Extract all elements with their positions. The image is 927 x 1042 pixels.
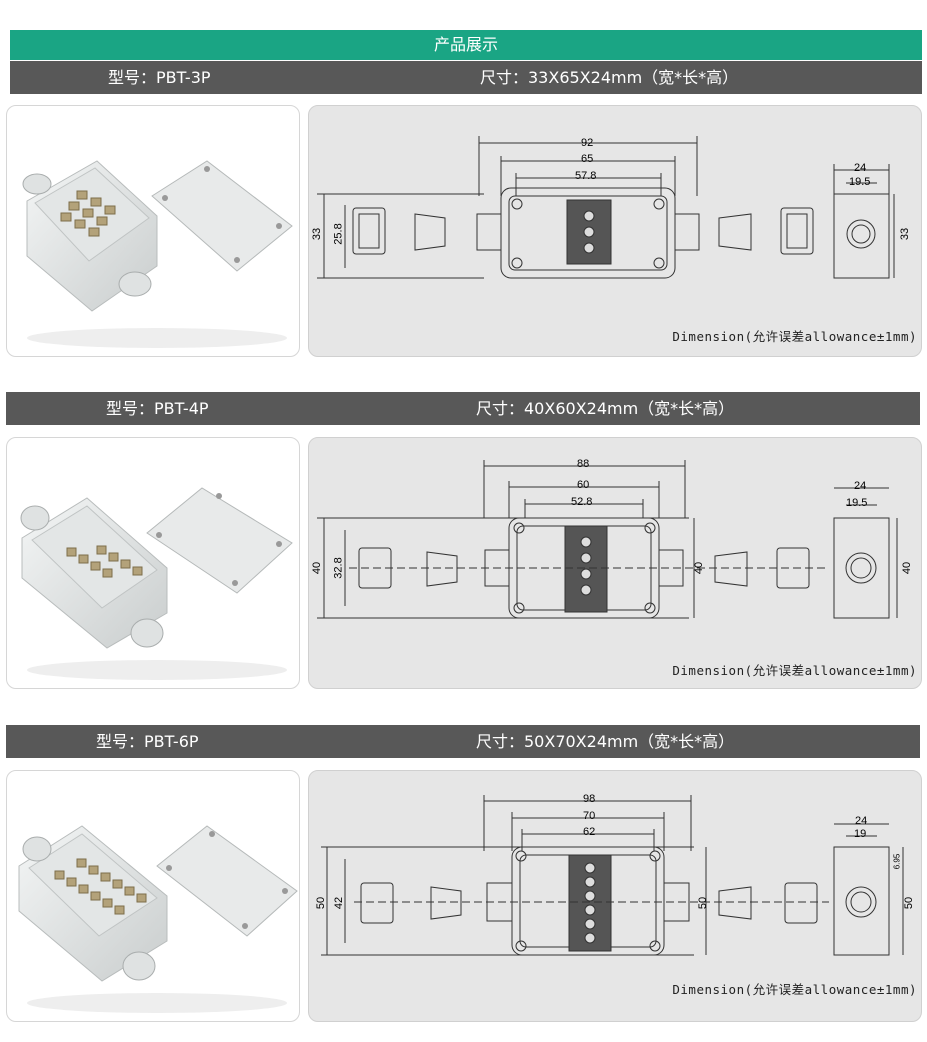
spec-bar-pbt3p: 型号：PBT-3P 尺寸：33X65X24mm（宽*长*高）	[10, 61, 922, 94]
dim-side-small: 6.95	[892, 853, 902, 870]
dim-overall: 98	[583, 793, 596, 805]
spec-bar-pbt6p: 型号：PBT-6P 尺寸：50X70X24mm（宽*长*高）	[6, 725, 920, 758]
dim-side-width: 24	[854, 162, 867, 174]
dim-side-inner: 19.5	[846, 497, 868, 509]
dim-height: 50	[315, 896, 328, 910]
product-photo-pbt6p	[6, 770, 300, 1022]
dim-height: 33	[311, 227, 324, 241]
product-photo-pbt3p	[6, 105, 300, 357]
size-label: 尺寸：33X65X24mm（宽*长*高）	[480, 68, 739, 87]
size-label: 尺寸：40X60X24mm（宽*长*高）	[476, 399, 735, 418]
dim-side-width: 24	[854, 480, 867, 492]
dim-height: 40	[311, 561, 324, 575]
model-label: 型号：PBT-6P	[96, 732, 199, 751]
dimension-drawing-pbt6p: 98 70 62 50 42 50 24 19 6.95 50 Dimensio…	[308, 770, 922, 1022]
size-label: 尺寸：50X70X24mm（宽*长*高）	[476, 732, 735, 751]
tolerance-note: Dimension(允许误差allowance±1mm)	[672, 982, 917, 997]
model-label: 型号：PBT-4P	[106, 399, 209, 418]
dim-side-inner: 19.5	[849, 176, 871, 188]
dim-inner: 57.8	[575, 170, 597, 182]
dim-height-right: 50	[697, 896, 710, 910]
dim-side-inner: 19	[854, 828, 867, 840]
dim-side-height: 50	[903, 896, 916, 910]
dim-height-right: 40	[693, 561, 706, 575]
tolerance-note: Dimension(允许误差allowance±1mm)	[672, 329, 917, 344]
product-photo-pbt4p	[6, 437, 300, 689]
spec-bar-pbt4p: 型号：PBT-4P 尺寸：40X60X24mm（宽*长*高）	[6, 392, 920, 425]
dim-height-inner: 25.8	[332, 223, 345, 245]
section-banner: 产品展示	[10, 30, 922, 60]
dim-overall: 88	[577, 458, 590, 470]
dim-mid: 70	[583, 810, 596, 822]
dim-inner: 62	[583, 826, 596, 838]
dim-side-height: 40	[901, 561, 914, 575]
dim-height-inner: 42	[333, 896, 346, 910]
dim-overall: 92	[581, 137, 594, 149]
dim-inner: 52.8	[571, 496, 593, 508]
dim-side-width: 24	[855, 815, 868, 827]
tolerance-note: Dimension(允许误差allowance±1mm)	[672, 663, 917, 678]
model-label: 型号：PBT-3P	[108, 68, 211, 87]
dimension-drawing-pbt4p: 88 60 52.8 40 32.8 40 24 19.5 40 Dimensi…	[308, 437, 922, 689]
dim-mid: 60	[577, 479, 590, 491]
dimension-drawing-pbt3p: 92 65 57.8 33 25.8 24 19.5 33 Dimension(…	[308, 105, 922, 357]
dim-mid: 65	[581, 153, 594, 165]
dim-side-height: 33	[899, 227, 912, 241]
dim-height-inner: 32.8	[332, 557, 345, 579]
